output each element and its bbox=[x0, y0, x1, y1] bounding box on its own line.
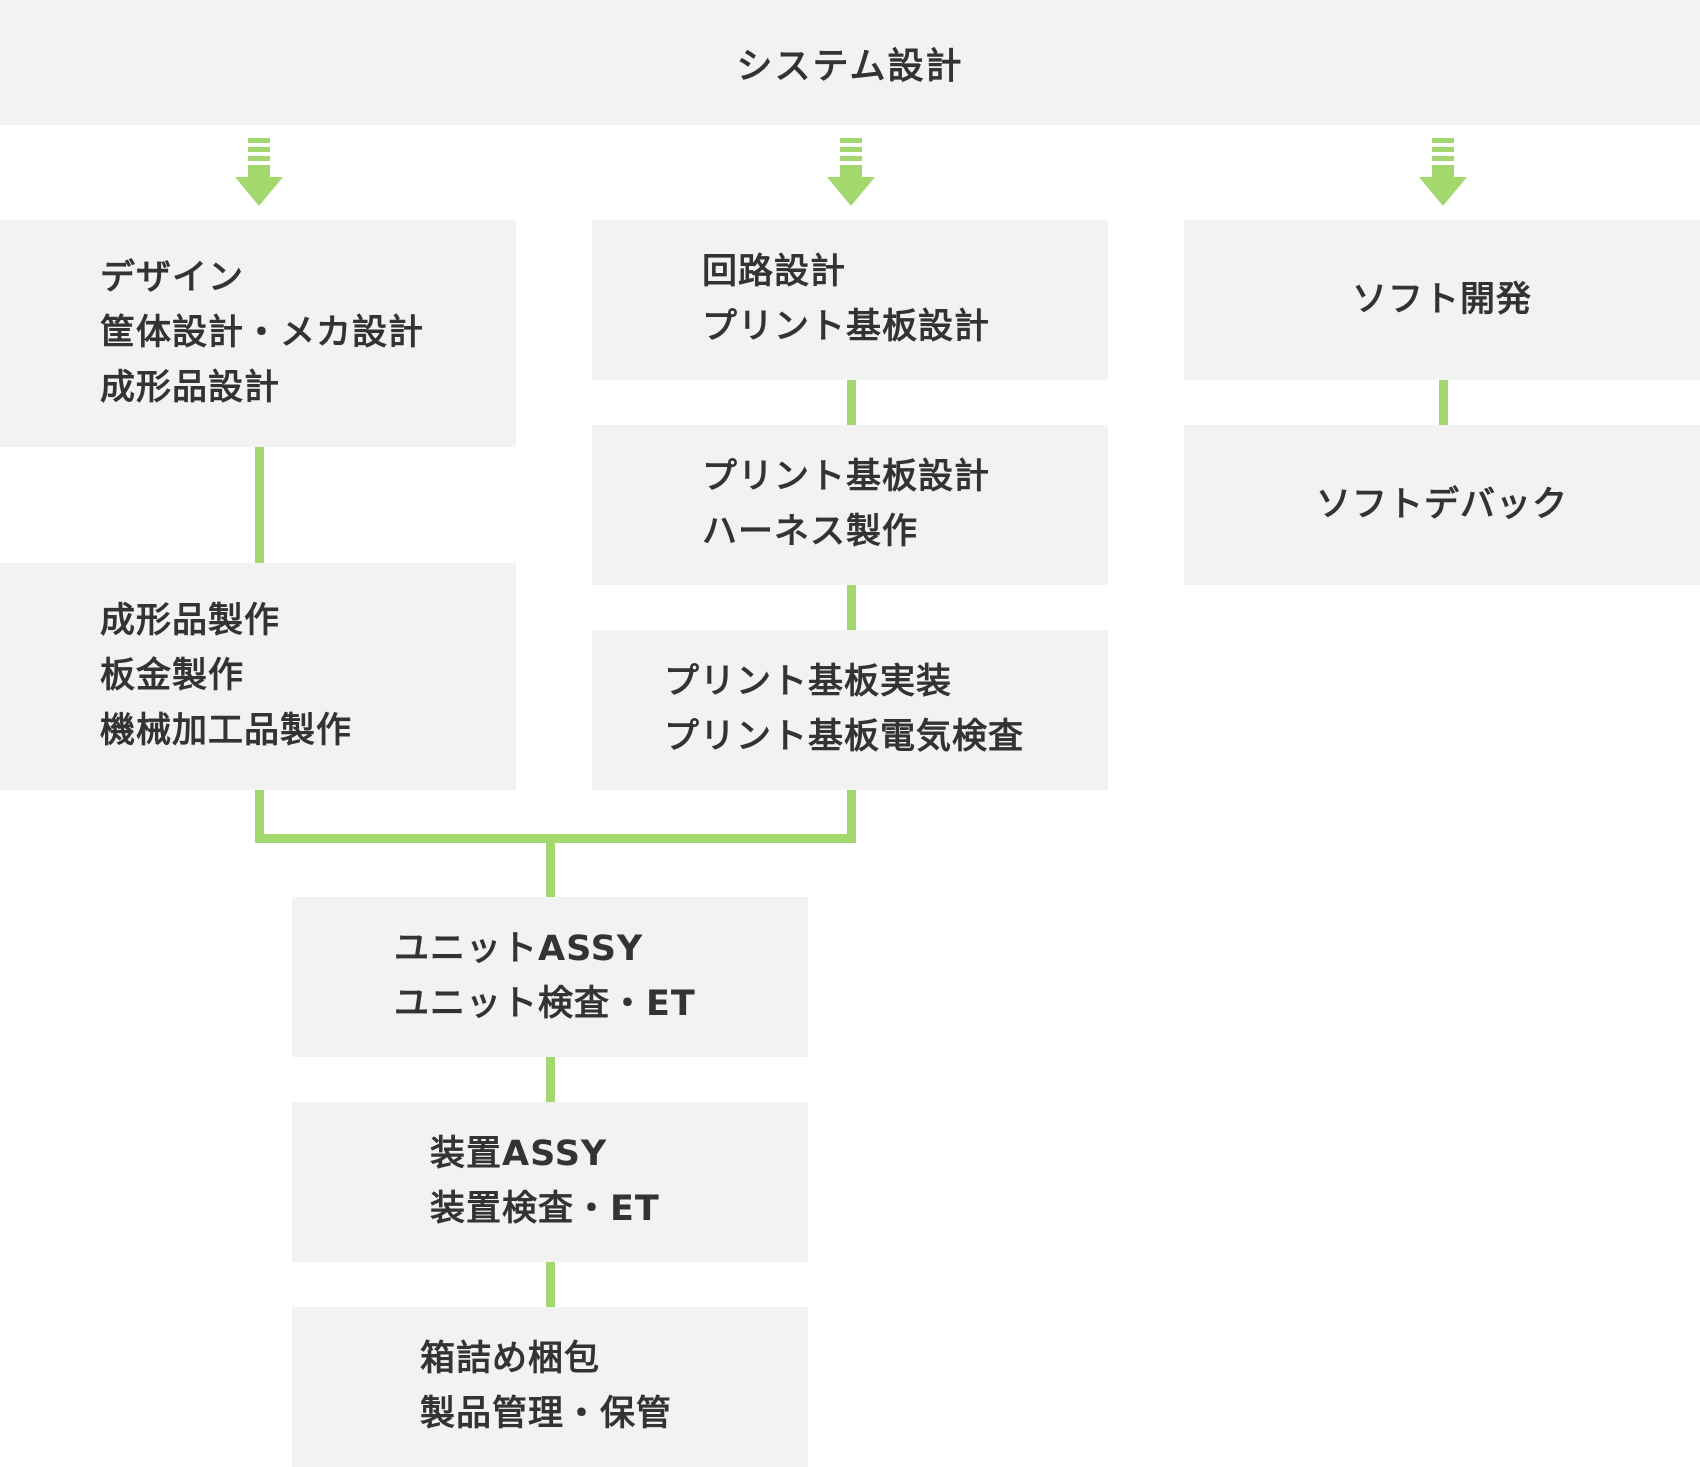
machining-label: 機械加工品製作 bbox=[100, 711, 353, 751]
device-test-label: 装置検査・ET bbox=[430, 1189, 660, 1229]
system-design-box: システム設計 bbox=[0, 0, 1700, 125]
storage-label: 製品管理・保管 bbox=[420, 1394, 673, 1434]
design-box: デザイン 筐体設計・メカ設計 成形品設計 bbox=[0, 220, 516, 447]
unit-assy-label: ユニットASSY bbox=[394, 929, 644, 969]
device-assy-box: 装置ASSY 装置検査・ET bbox=[292, 1102, 808, 1262]
software-debug-label: ソフトデバック bbox=[1315, 484, 1568, 525]
arrow-down-icon bbox=[1419, 138, 1467, 206]
circuit-design-box: 回路設計 プリント基板設計 bbox=[592, 220, 1108, 380]
connector-line bbox=[847, 585, 856, 630]
pcb-harness-box: プリント基板設計 ハーネス製作 bbox=[592, 425, 1108, 585]
circuit-design-label: 回路設計 bbox=[702, 252, 847, 292]
connector-line bbox=[546, 1057, 555, 1102]
unit-assy-box: ユニットASSY ユニット検査・ET bbox=[292, 897, 808, 1057]
pcb-mounting-label: プリント基板実装 bbox=[664, 662, 953, 702]
software-dev-box: ソフト開発 bbox=[1184, 220, 1700, 380]
harness-label: ハーネス製作 bbox=[702, 512, 919, 552]
unit-test-label: ユニット検査・ET bbox=[394, 984, 696, 1024]
packing-box: 箱詰め梱包 製品管理・保管 bbox=[292, 1307, 808, 1467]
fabrication-box: 成形品製作 板金製作 機械加工品製作 bbox=[0, 563, 516, 790]
system-design-label: システム設計 bbox=[736, 45, 964, 87]
arrow-down-icon bbox=[827, 138, 875, 206]
housing-design-label: 筐体設計・メカ設計 bbox=[100, 313, 425, 353]
arrow-down-icon bbox=[235, 138, 283, 206]
molded-design-label: 成形品設計 bbox=[100, 368, 281, 408]
connector-line bbox=[546, 1262, 555, 1307]
pcb-electrical-test-label: プリント基板電気検査 bbox=[664, 717, 1025, 757]
pcb-assembly-box: プリント基板実装 プリント基板電気検査 bbox=[592, 630, 1108, 790]
connector-line bbox=[255, 790, 264, 843]
molded-fabrication-label: 成形品製作 bbox=[100, 601, 281, 641]
design-label: デザイン bbox=[100, 258, 245, 298]
connector-line bbox=[546, 843, 555, 897]
connector-line bbox=[1439, 380, 1448, 425]
connector-line bbox=[847, 790, 856, 843]
software-dev-label: ソフト開発 bbox=[1351, 279, 1532, 320]
packing-label: 箱詰め梱包 bbox=[420, 1339, 601, 1379]
connector-line bbox=[255, 834, 856, 843]
software-debug-box: ソフトデバック bbox=[1184, 425, 1700, 585]
device-assy-label: 装置ASSY bbox=[430, 1134, 608, 1174]
sheet-metal-label: 板金製作 bbox=[100, 656, 245, 696]
connector-line bbox=[255, 447, 264, 563]
pcb-design-label: プリント基板設計 bbox=[702, 457, 991, 497]
pcb-design-label: プリント基板設計 bbox=[702, 307, 991, 347]
connector-line bbox=[847, 380, 856, 425]
